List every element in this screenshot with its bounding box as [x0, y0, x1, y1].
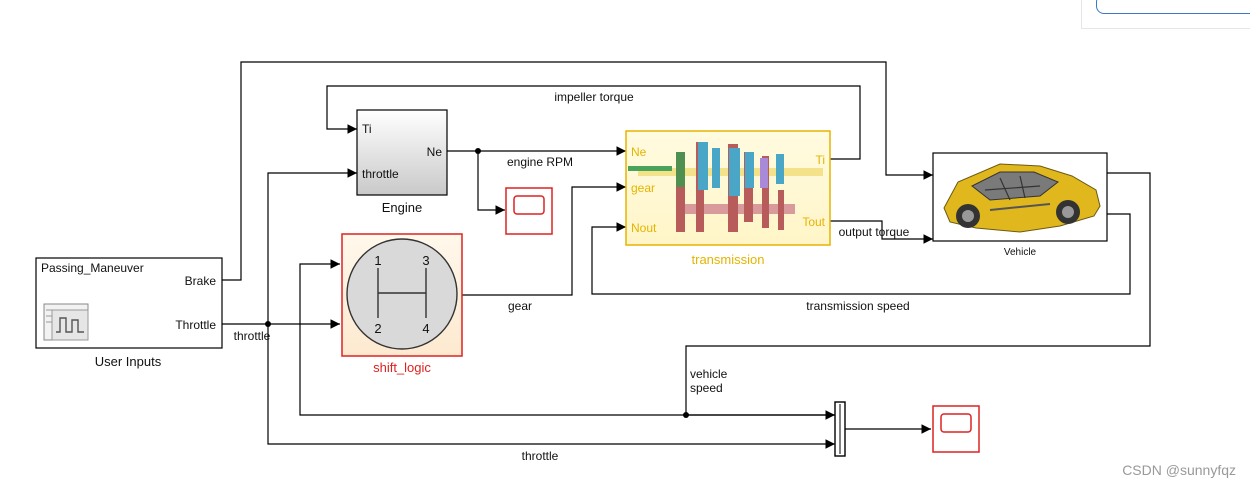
branch-dot-rpm [475, 148, 481, 154]
engine-rpm-label: engine RPM [507, 155, 573, 169]
vehicle-title: Vehicle [1004, 247, 1037, 258]
gear-label-2: 2 [374, 321, 381, 336]
impeller-torque-label: impeller torque [554, 90, 634, 104]
mux-block[interactable] [834, 401, 846, 457]
gear-shifter-icon [346, 238, 458, 350]
vehicle-speed-to-shift[interactable] [299, 259, 835, 416]
signal-builder-icon [43, 303, 89, 341]
transmission-speed-label: transmission speed [806, 299, 909, 313]
port-label-trans-ne: Ne [631, 145, 647, 159]
car-icon [943, 163, 1101, 233]
throttle-signal-label: throttle [234, 329, 271, 343]
engine-rpm-to-scope[interactable] [477, 151, 505, 215]
output-torque-line[interactable] [830, 220, 933, 244]
throttle-bottom-line[interactable] [267, 324, 835, 449]
impeller-torque-line[interactable] [326, 85, 861, 160]
gear-line[interactable] [462, 182, 626, 296]
port-label-throttle-out: Throttle [175, 318, 216, 332]
port-label-trans-ti: Ti [815, 153, 825, 167]
throttle-to-engine-line[interactable] [267, 168, 357, 324]
transmission-speed-line[interactable] [591, 213, 1131, 295]
vehicle-speed-label-1: vehicle [690, 367, 728, 381]
transmission-block[interactable]: Ne gear Nout Ti Tout transmission [625, 130, 831, 267]
port-label-ne: Ne [427, 145, 443, 159]
vehicle-speed-label-2: speed [690, 381, 723, 395]
branch-points [265, 148, 689, 418]
user-inputs-signal-name: Passing_Maneuver [41, 261, 144, 275]
gear-label-3: 3 [422, 253, 429, 268]
port-label-trans-tout: Tout [802, 215, 825, 229]
port-label-trans-nout: Nout [631, 221, 657, 235]
shift-logic-title: shift_logic [373, 360, 431, 375]
user-inputs-title: User Inputs [95, 354, 162, 369]
signal-lines [222, 61, 1151, 449]
output-torque-label: output torque [839, 225, 910, 239]
watermark: CSDN @sunnyfqz [1122, 462, 1236, 478]
gear-signal-label: gear [508, 299, 532, 313]
vehicle-speed-line[interactable] [685, 172, 1151, 415]
gear-label-1: 1 [374, 253, 381, 268]
vehicle-block[interactable]: Vehicle [932, 152, 1108, 258]
port-label-ti: Ti [362, 122, 372, 136]
output-scope-block[interactable] [932, 405, 980, 453]
gear-label-4: 4 [422, 321, 429, 336]
brake-line[interactable] [222, 61, 933, 281]
shift-logic-block[interactable]: 1 3 2 4 shift_logic [341, 233, 463, 375]
rpm-scope-block[interactable] [505, 187, 553, 235]
port-label-trans-gear: gear [631, 181, 655, 195]
user-inputs-block[interactable]: Passing_Maneuver Brake Throttle User Inp… [35, 257, 223, 369]
port-label-brake: Brake [185, 274, 217, 288]
port-label-throttle-in: throttle [362, 167, 399, 181]
copy-button[interactable] [1096, 0, 1250, 14]
branch-dot-throttle [265, 321, 271, 327]
engine-title: Engine [382, 200, 422, 215]
gear-set-icon [628, 142, 823, 232]
engine-block[interactable]: Ti throttle Ne Engine [356, 109, 448, 215]
transmission-title: transmission [692, 252, 765, 267]
branch-dot-speed [683, 412, 689, 418]
throttle-bottom-label: throttle [522, 449, 559, 463]
